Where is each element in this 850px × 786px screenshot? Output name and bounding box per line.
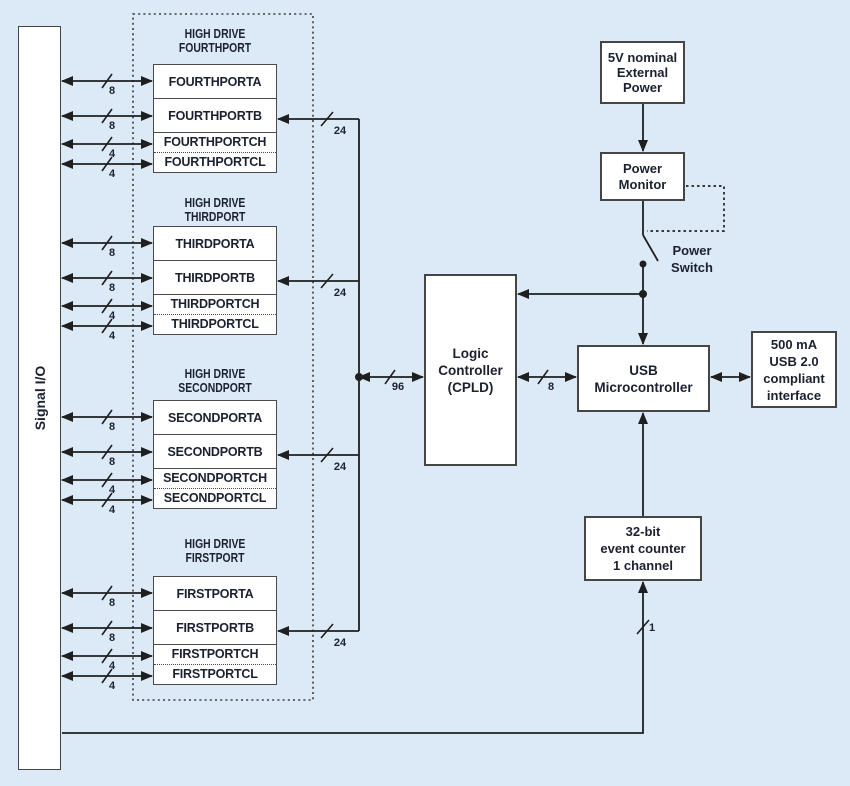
bus-24-label: 24 bbox=[333, 461, 347, 473]
port-row-fourthportcl: FOURTHPORTCL bbox=[164, 155, 266, 170]
signal-io-box: Signal I/O bbox=[18, 26, 61, 770]
bus-width-label: 8 bbox=[108, 85, 116, 97]
port-row-thirdportb: THIRDPORTB bbox=[154, 261, 276, 295]
port-row-firstportch: FIRSTPORTCH bbox=[154, 645, 276, 665]
bus-width-label: 4 bbox=[108, 660, 116, 672]
counter-bus bbox=[62, 412, 650, 734]
port-row-thirdportcl: THIRDPORTCL bbox=[171, 317, 259, 332]
port-row-fourthporta: FOURTHPORTA bbox=[154, 65, 276, 99]
usb-8-bus bbox=[517, 369, 577, 385]
bus-width-label: 4 bbox=[108, 148, 116, 160]
port-row-fourthportb: FOURTHPORTB bbox=[154, 99, 276, 133]
power-switch-blade bbox=[642, 234, 659, 262]
bus-width-label: 4 bbox=[108, 310, 116, 322]
port-row-secondportcl: SECONDPORTCL bbox=[163, 491, 267, 506]
port-row-secondportb: SECONDPORTB bbox=[154, 435, 276, 469]
port-group-title-thirdport: HIGH DRIVE THIRDPORT bbox=[184, 195, 246, 224]
port-output-buses bbox=[277, 111, 360, 639]
bus-24-label: 24 bbox=[333, 637, 347, 649]
logic-controller-box: Logic Controller (CPLD) bbox=[424, 274, 517, 466]
bus-width-label: 8 bbox=[108, 120, 116, 132]
port-group-fourthport: FOURTHPORTA FOURTHPORTB FOURTHPORTCH FOU… bbox=[153, 64, 277, 173]
port-group-title-secondport: HIGH DRIVE SECONDPORT bbox=[178, 366, 252, 395]
bus-width-label: 4 bbox=[108, 168, 116, 180]
port-row-thirdporta: THIRDPORTA bbox=[154, 227, 276, 261]
usb-microcontroller-box: USB Microcontroller bbox=[577, 345, 710, 412]
bus-width-label: 8 bbox=[108, 597, 116, 609]
port-row-thirdportch: THIRDPORTCH bbox=[154, 295, 276, 315]
port-group-thirdport: THIRDPORTA THIRDPORTB THIRDPORTCH THIRDP… bbox=[153, 226, 277, 335]
port-row-firstporta: FIRSTPORTA bbox=[154, 577, 276, 611]
signal-io-label: Signal I/O bbox=[31, 365, 48, 431]
bus-width-label: 8 bbox=[108, 282, 116, 294]
bus-width-label: 8 bbox=[108, 632, 116, 644]
bus-1-label: 1 bbox=[648, 622, 656, 634]
bus-width-label: 8 bbox=[108, 421, 116, 433]
bus-width-label: 8 bbox=[108, 247, 116, 259]
power-path bbox=[517, 104, 725, 345]
port-row-fourthportch: FOURTHPORTCH bbox=[154, 133, 276, 153]
port-row-secondportch: SECONDPORTCH bbox=[154, 469, 276, 489]
port-row-secondporta: SECONDPORTA bbox=[154, 401, 276, 435]
event-counter-box: 32-bit event counter 1 channel bbox=[584, 516, 702, 581]
power-switch-label: Power Switch bbox=[671, 243, 713, 275]
bus-width-label: 4 bbox=[108, 504, 116, 516]
port-group-firstport: FIRSTPORTA FIRSTPORTB FIRSTPORTCH FIRSTP… bbox=[153, 576, 277, 685]
port-group-title-firstport: HIGH DRIVE FIRSTPORT bbox=[184, 536, 246, 565]
bus-24-label: 24 bbox=[333, 125, 347, 137]
bus-width-label: 8 bbox=[108, 456, 116, 468]
usb-interface-box: 500 mA USB 2.0 compliant interface bbox=[751, 331, 837, 408]
power-monitor-box: Power Monitor bbox=[600, 152, 685, 201]
bus-24-label: 24 bbox=[333, 287, 347, 299]
ports-boundary-dashed-rect bbox=[132, 13, 314, 701]
bus-width-label: 4 bbox=[108, 484, 116, 496]
signal-bus-arrows bbox=[61, 73, 153, 684]
port-group-title-fourthport: HIGH DRIVE FOURTHPORT bbox=[178, 26, 252, 55]
cpld-96-bus bbox=[355, 369, 424, 385]
external-power-box: 5V nominal External Power bbox=[600, 41, 685, 104]
port-group-secondport: SECONDPORTA SECONDPORTB SECONDPORTCH SEC… bbox=[153, 400, 277, 509]
power-monitor-feedback-dashed bbox=[647, 185, 725, 232]
bus-8-label: 8 bbox=[547, 381, 555, 393]
port-row-firstportcl: FIRSTPORTCL bbox=[172, 667, 258, 682]
bus-width-label: 4 bbox=[108, 330, 116, 342]
bus-width-label: 4 bbox=[108, 680, 116, 692]
port-row-firstportb: FIRSTPORTB bbox=[154, 611, 276, 645]
bus-96-label: 96 bbox=[391, 381, 405, 393]
